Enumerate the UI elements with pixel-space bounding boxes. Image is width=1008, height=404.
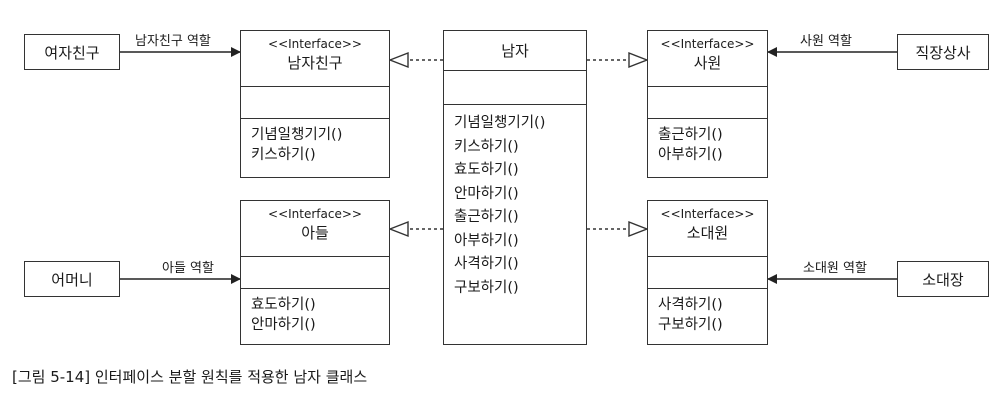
method: 키스하기() <box>454 138 519 155</box>
attributes-section <box>648 257 767 289</box>
soldier-interface: <<Interface>> 소대원 사격하기() 구보하기() <box>647 200 768 345</box>
soldier-role-label: 소대원 역할 <box>803 261 867 276</box>
interface-stereotype: <<Interface>> <box>268 207 362 221</box>
man-class-header: 남자 <box>444 31 586 71</box>
operations-section: 출근하기() 아부하기() <box>648 119 767 165</box>
realize-son-arrowhead <box>388 220 409 238</box>
method: 기념일챙기기() <box>251 127 343 143</box>
operations-section: 기념일챙기기() 키스하기() 효도하기() 안마하기() 출근하기() 아부하… <box>444 105 586 300</box>
employee-interface: <<Interface>> 사원 출근하기() 아부하기() <box>647 30 768 178</box>
method: 사격하기() <box>658 297 723 313</box>
girlfriend-label: 여자친구 <box>44 43 100 62</box>
method: 구보하기() <box>454 279 519 296</box>
boss-label: 직장상사 <box>915 43 971 62</box>
son-interface-header: <<Interface>> 아들 <box>241 201 389 257</box>
attributes-section <box>648 87 767 119</box>
operations-section: 효도하기() 안마하기() <box>241 289 389 335</box>
mother-box: 어머니 <box>24 261 120 297</box>
method: 사격하기() <box>454 256 519 272</box>
realize-soldier-arrowhead <box>628 220 649 238</box>
platoon-leader-label: 소대장 <box>922 270 964 289</box>
soldier-interface-header: <<Interface>> 소대원 <box>648 201 767 257</box>
operations-section: 사격하기() 구보하기() <box>648 289 767 335</box>
mother-label: 어머니 <box>51 270 93 289</box>
girlfriend-box: 여자친구 <box>24 34 120 70</box>
interface-stereotype: <<Interface>> <box>660 37 755 51</box>
class-name: 사원 <box>693 54 722 72</box>
method: 안마하기() <box>454 185 519 202</box>
method: 출근하기() <box>658 127 723 143</box>
son-role-label: 아들 역할 <box>162 261 214 276</box>
attributes-section <box>444 71 586 105</box>
platoon-leader-box: 소대장 <box>897 261 989 297</box>
man-class: 남자 기념일챙기기() 키스하기() 효도하기() 안마하기() 출근하기() … <box>443 30 587 345</box>
boyfriend-interface-header: <<Interface>> 남자친구 <box>241 31 389 87</box>
operations-section: 기념일챙기기() 키스하기() <box>241 119 389 165</box>
method: 효도하기() <box>454 162 519 178</box>
boyfriend-interface: <<Interface>> 남자친구 기념일챙기기() 키스하기() <box>240 30 390 178</box>
attributes-section <box>241 87 389 119</box>
realize-boyfriend-arrowhead <box>388 51 409 69</box>
method: 키스하기() <box>251 147 316 163</box>
class-name: 소대원 <box>686 224 729 242</box>
class-name: 아들 <box>301 224 329 242</box>
method: 기념일챙기기() <box>454 115 546 131</box>
employee-role-label: 사원 역할 <box>800 34 852 49</box>
girlfriend-role-label: 남자친구 역할 <box>135 34 211 49</box>
class-name: 남자친구 <box>287 54 343 72</box>
method: 아부하기() <box>658 147 723 163</box>
employee-interface-header: <<Interface>> 사원 <box>648 31 767 87</box>
method: 안마하기() <box>251 317 316 333</box>
realize-employee-arrowhead <box>628 51 649 69</box>
method: 아부하기() <box>454 232 519 249</box>
figure-caption: [그림 5-14] 인터페이스 분할 원칙를 적용한 남자 클래스 <box>12 368 368 386</box>
son-interface: <<Interface>> 아들 효도하기() 안마하기() <box>240 200 390 345</box>
interface-stereotype: <<Interface>> <box>660 207 755 221</box>
method: 구보하기() <box>658 317 723 333</box>
method: 출근하기() <box>454 209 519 225</box>
attributes-section <box>241 257 389 289</box>
method: 효도하기() <box>251 297 316 313</box>
boss-box: 직장상사 <box>897 34 989 70</box>
interface-stereotype: <<Interface>> <box>268 37 362 51</box>
class-name: 남자 <box>501 42 529 60</box>
